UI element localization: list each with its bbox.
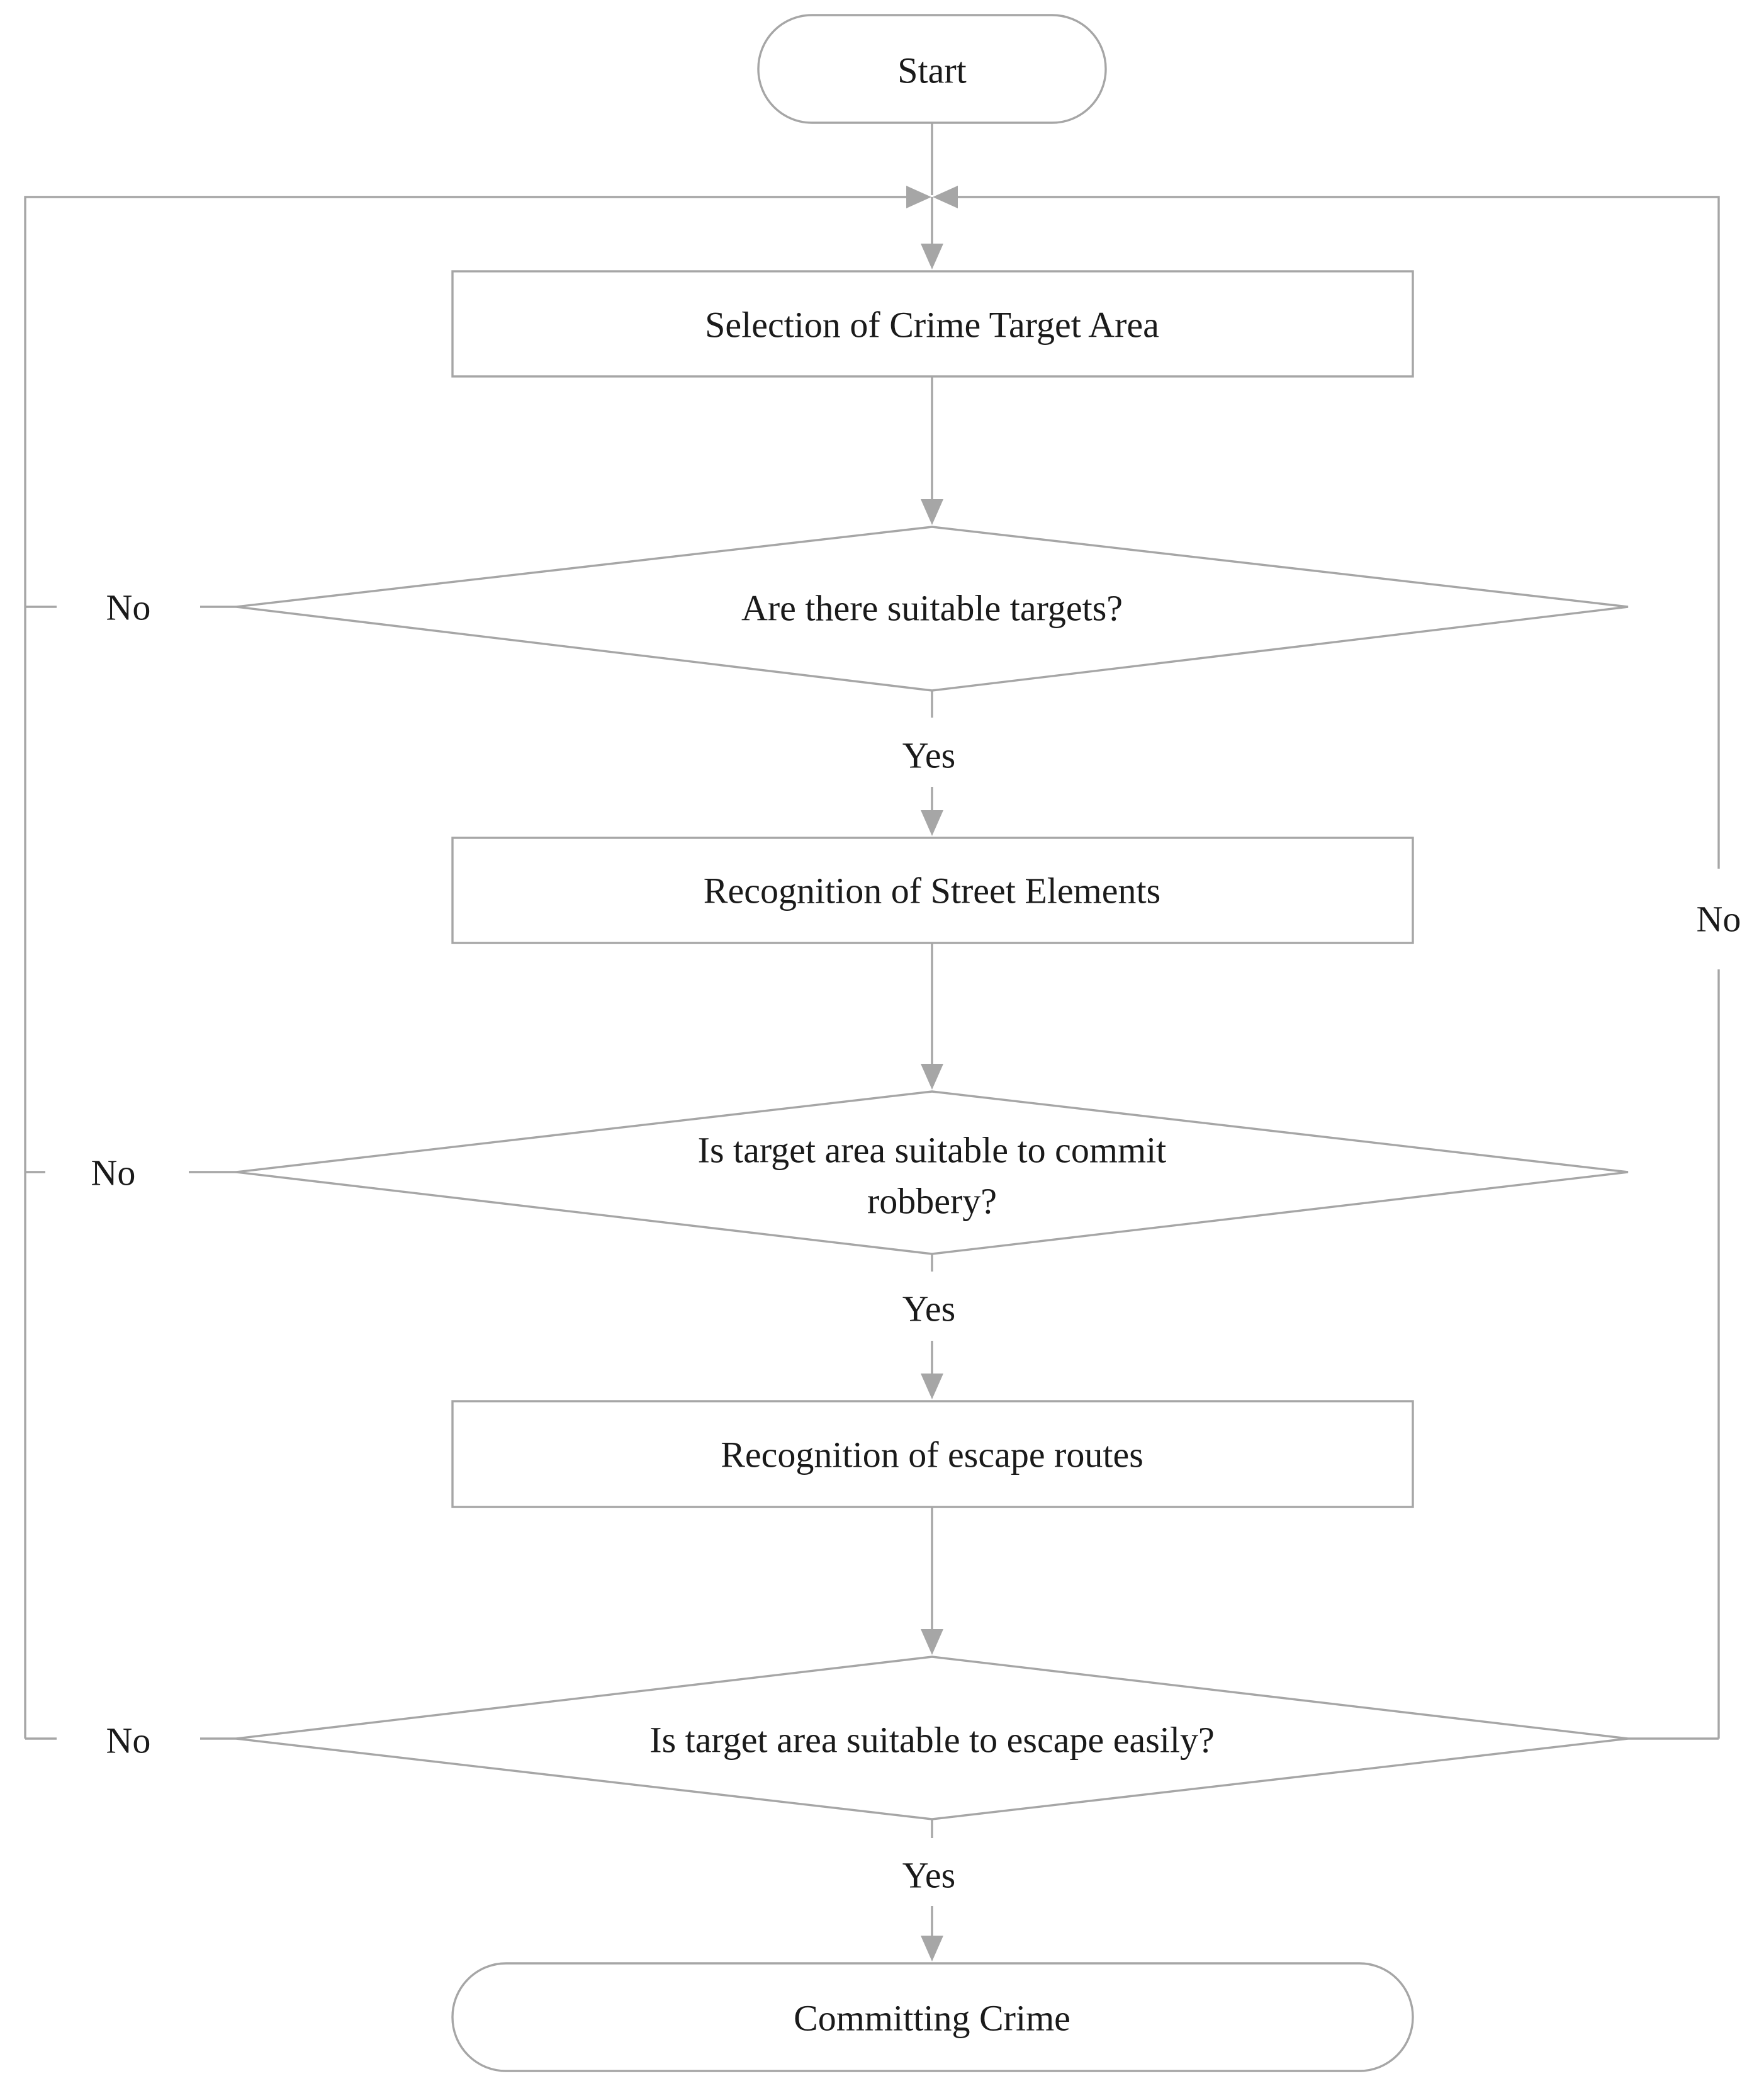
decision-robbery-label-line2: robbery? — [867, 1181, 997, 1222]
arrowhead-down-q2 — [921, 1064, 943, 1090]
decision-targets-label: Are there suitable targets? — [741, 588, 1123, 629]
arrowhead-down-escape — [921, 1374, 943, 1399]
selection-box — [451, 270, 1414, 378]
decision-escape-label: Is target area suitable to escape easily… — [649, 1720, 1215, 1761]
edge-labels: Yes Yes Yes No No No No — [91, 587, 1741, 1896]
end-terminal — [451, 1962, 1414, 2072]
selection-process: Selection of Crime Target Area — [451, 270, 1414, 378]
decision-escape: Is target area suitable to escape easily… — [235, 1656, 1629, 1820]
yes-label-1: Yes — [902, 735, 955, 776]
no-label-right: No — [1697, 899, 1741, 940]
escape-box — [451, 1400, 1414, 1508]
decision-diamond-escape — [235, 1656, 1629, 1820]
street-process: Recognition of Street Elements — [451, 837, 1414, 944]
decision-robbery-label-line1: Is target area suitable to commit — [698, 1130, 1167, 1171]
start-node: Start — [757, 14, 1107, 124]
start-terminal — [757, 14, 1107, 124]
street-box — [451, 837, 1414, 944]
arrowhead-down-selection — [921, 244, 943, 269]
decision-diamond-targets — [235, 526, 1629, 692]
yes-label-3: Yes — [902, 1855, 955, 1896]
arrowhead-right-left-loop — [906, 186, 931, 208]
decision-diamond-robbery — [235, 1090, 1629, 1255]
arrowhead-left-right-loop — [933, 186, 958, 208]
edge-right-loop-upper — [953, 196, 1720, 869]
arrowhead-down-q3 — [921, 1629, 943, 1655]
arrowheads — [906, 186, 958, 1961]
escape-label: Recognition of escape routes — [721, 1435, 1143, 1475]
edge-left-loop — [24, 196, 911, 1739]
selection-label: Selection of Crime Target Area — [705, 305, 1159, 346]
no-label-2: No — [91, 1153, 136, 1193]
end-node: Committing Crime — [451, 1962, 1414, 2072]
escape-process: Recognition of escape routes — [451, 1400, 1414, 1508]
decision-robbery: Is target area suitable to commit robber… — [235, 1090, 1629, 1255]
no-label-1: No — [106, 587, 151, 628]
connectors — [24, 123, 1720, 1947]
arrowhead-down-q1 — [921, 499, 943, 525]
street-label: Recognition of Street Elements — [704, 871, 1160, 911]
end-label: Committing Crime — [794, 1998, 1070, 2039]
yes-label-2: Yes — [902, 1289, 955, 1329]
no-label-3: No — [106, 1720, 151, 1761]
arrowhead-down-end — [921, 1936, 943, 1961]
start-label: Start — [897, 50, 967, 91]
decision-targets: Are there suitable targets? — [235, 526, 1629, 692]
arrowhead-down-street — [921, 810, 943, 836]
